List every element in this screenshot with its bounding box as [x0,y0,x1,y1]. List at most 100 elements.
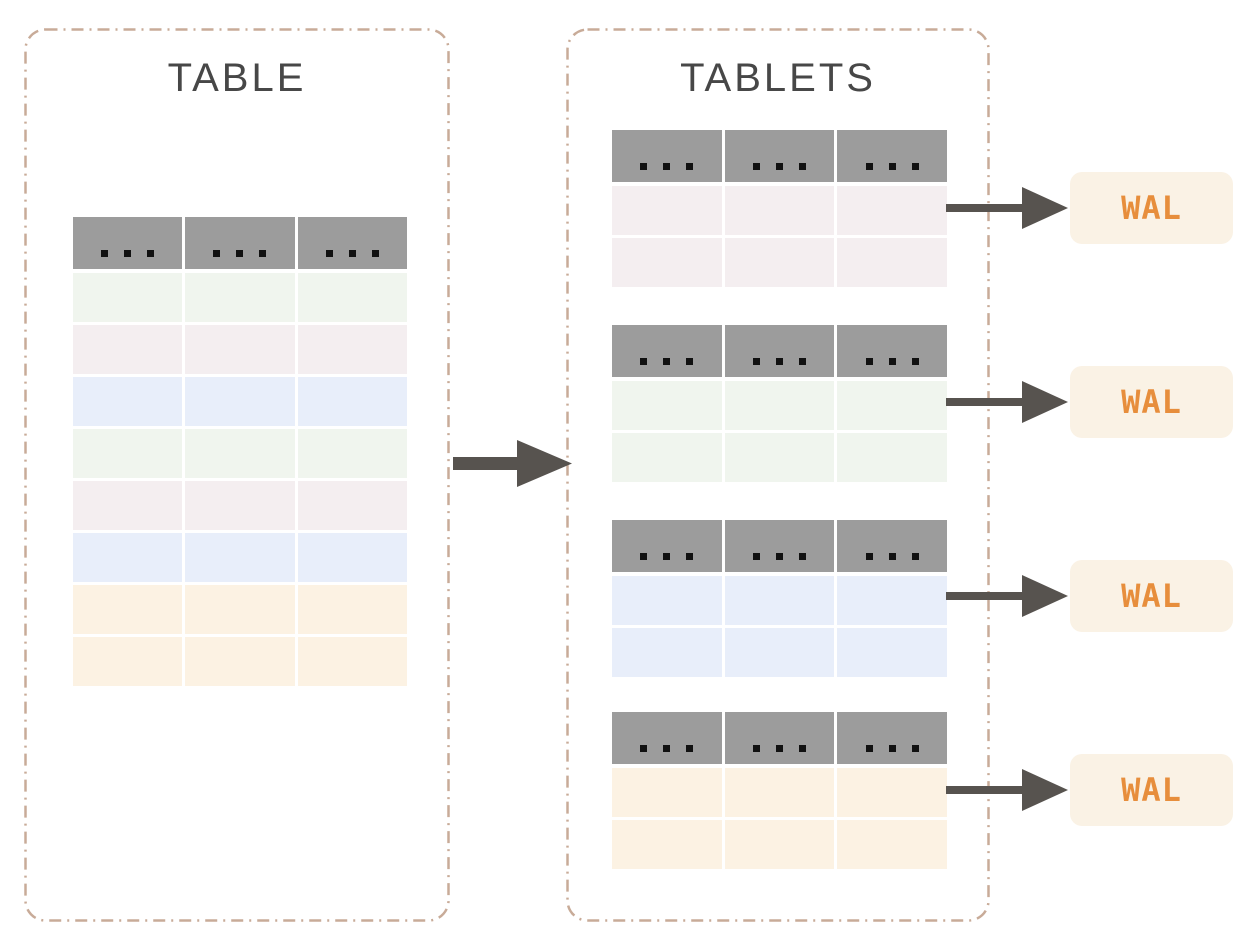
dot [865,552,873,560]
table-row-green [612,381,947,430]
tablet1-to-wal-arrow-icon [946,187,1068,229]
table-row-blue [73,533,407,582]
wal-label: WAL [1121,383,1182,421]
ellipsis-dots-icon [213,249,267,257]
dot [371,249,379,257]
row-cell [297,481,407,530]
table-row-pink [73,481,407,530]
row-cell [837,238,947,287]
row-cell [837,820,947,869]
row-cell [612,238,722,287]
row-cell [837,628,947,677]
wal-box-4: WAL [1070,754,1233,826]
dot [752,357,760,365]
header-cell [837,325,947,377]
table-row-green [73,273,407,322]
table-row-orange [612,820,947,869]
row-cell [297,533,407,582]
table-header [612,325,947,377]
header-cell [837,520,947,572]
table-header [73,217,407,269]
header-cell [73,217,183,269]
header-cell [612,520,722,572]
dot [752,162,760,170]
wal-box-1: WAL [1070,172,1233,244]
row-cell [837,186,947,235]
row-cell [185,585,295,634]
dot [640,162,648,170]
dot [686,357,694,365]
row-cell [724,628,835,677]
dot [101,249,109,257]
dot [798,162,806,170]
ellipsis-dots-icon [640,744,694,752]
tablet4-to-wal-arrow-icon [946,769,1068,811]
header-cell [724,325,835,377]
row-cell [837,768,947,817]
row-cell [185,637,295,686]
dot [752,552,760,560]
header-cell [837,130,947,182]
wal-label: WAL [1121,771,1182,809]
row-cell [73,377,183,426]
table-row-orange [73,637,407,686]
ellipsis-dots-icon [101,249,155,257]
dot [911,162,919,170]
dot [888,552,896,560]
row-cell [724,381,835,430]
header-cell [612,712,722,764]
tablet2-to-wal-arrow-icon [946,381,1068,423]
header-cell [185,217,295,269]
row-cell [724,576,835,625]
dot [147,249,155,257]
dot [752,744,760,752]
row-cell [724,768,835,817]
dot [686,552,694,560]
table-row-blue [612,576,947,625]
wal-label: WAL [1121,577,1182,615]
row-cell [724,433,835,482]
dot [888,162,896,170]
table-row-orange [612,768,947,817]
row-cell [185,429,295,478]
ellipsis-dots-icon [640,357,694,365]
tablet-table-1 [612,130,947,287]
dot [911,552,919,560]
dot [865,744,873,752]
row-cell [73,481,183,530]
dot [325,249,333,257]
table-header [612,130,947,182]
row-cell [612,576,722,625]
dot [888,744,896,752]
table-header [612,712,947,764]
table-row-blue [73,377,407,426]
tablet-table-3 [612,520,947,677]
row-cell [297,273,407,322]
row-cell [837,576,947,625]
row-cell [73,273,183,322]
table-panel-title: TABLE [167,56,307,100]
row-cell [612,768,722,817]
header-cell [837,712,947,764]
tablet-table-4 [612,712,947,869]
dot [686,744,694,752]
dot [775,357,783,365]
row-cell [73,585,183,634]
row-cell [724,238,835,287]
dot [798,552,806,560]
header-cell [612,130,722,182]
dot [348,249,356,257]
dot [640,744,648,752]
header-cell [724,712,835,764]
header-cell [724,520,835,572]
row-cell [73,325,183,374]
header-cell [724,130,835,182]
table-row-green [73,429,407,478]
table-row-orange [73,585,407,634]
row-cell [297,637,407,686]
dot [798,744,806,752]
table-row-pink [73,325,407,374]
row-cell [297,325,407,374]
header-cell [612,325,722,377]
